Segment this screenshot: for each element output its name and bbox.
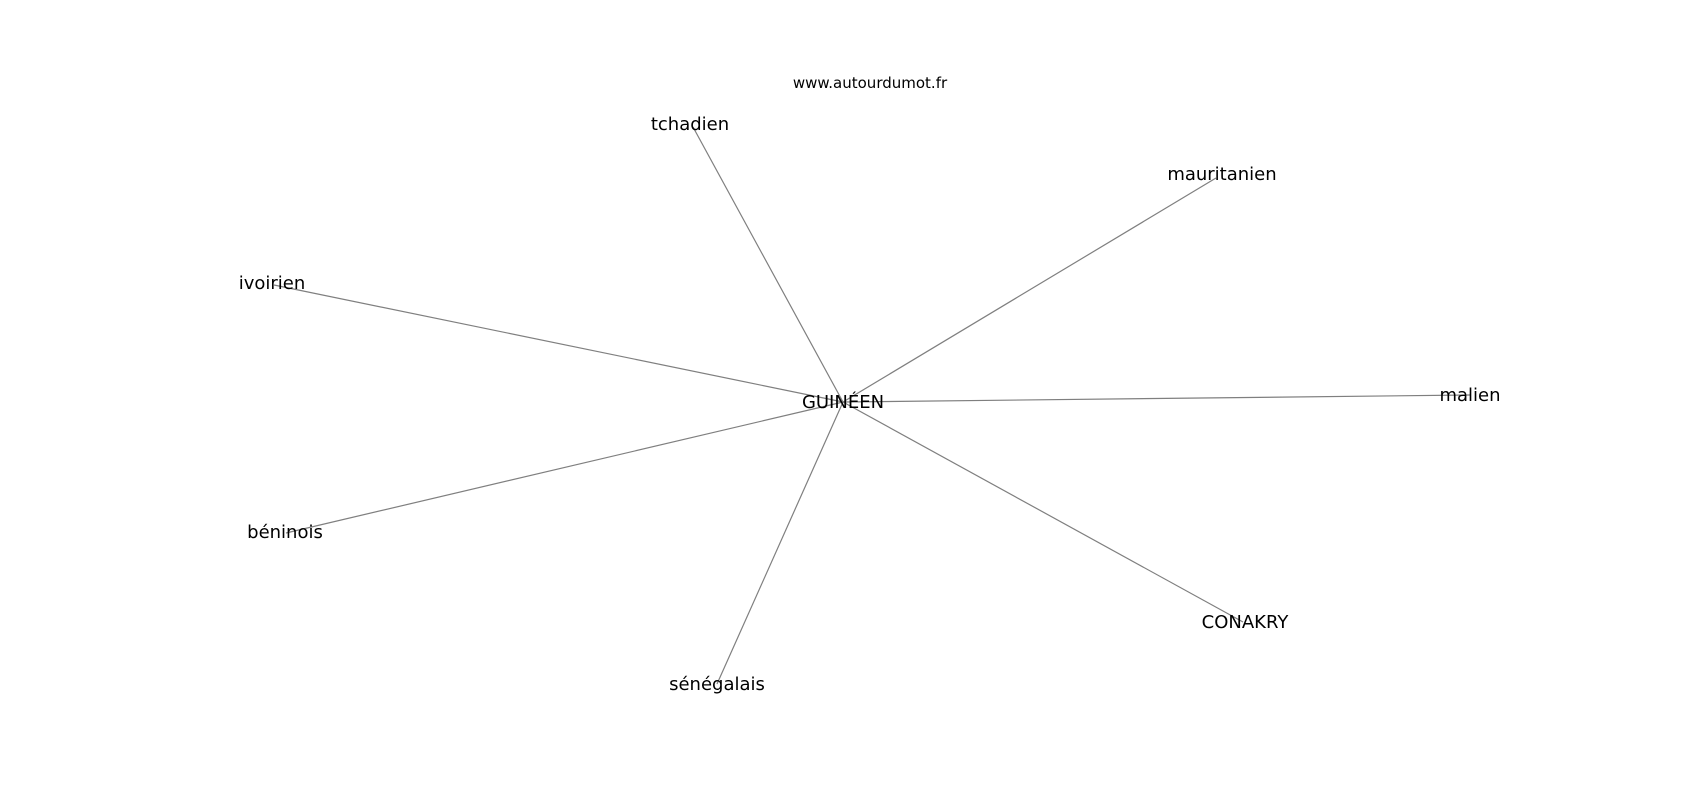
edge-senegalais: [716, 401, 844, 685]
word-mauritanien[interactable]: mauritanien: [1167, 164, 1276, 185]
label-layer: www.autourdumot.fr GUINÉEN tchadien maur…: [239, 74, 1501, 695]
word-ivoirien[interactable]: ivoirien: [239, 273, 306, 294]
edge-layer: [273, 126, 1471, 685]
edge-tchadien: [692, 126, 844, 403]
center-word[interactable]: GUINÉEN: [802, 391, 884, 413]
edge-malien: [842, 394, 1471, 403]
word-malien[interactable]: malien: [1439, 385, 1500, 406]
edge-conakry: [842, 401, 1244, 623]
edge-ivoirien: [273, 284, 844, 403]
edge-beninois: [285, 401, 844, 534]
edge-mauritanien: [842, 177, 1217, 403]
word-conakry[interactable]: CONAKRY: [1202, 612, 1290, 633]
word-senegalais[interactable]: sénégalais: [669, 674, 765, 695]
site-url[interactable]: www.autourdumot.fr: [793, 74, 948, 92]
word-beninois[interactable]: béninois: [247, 522, 323, 543]
word-tchadien[interactable]: tchadien: [651, 114, 729, 135]
